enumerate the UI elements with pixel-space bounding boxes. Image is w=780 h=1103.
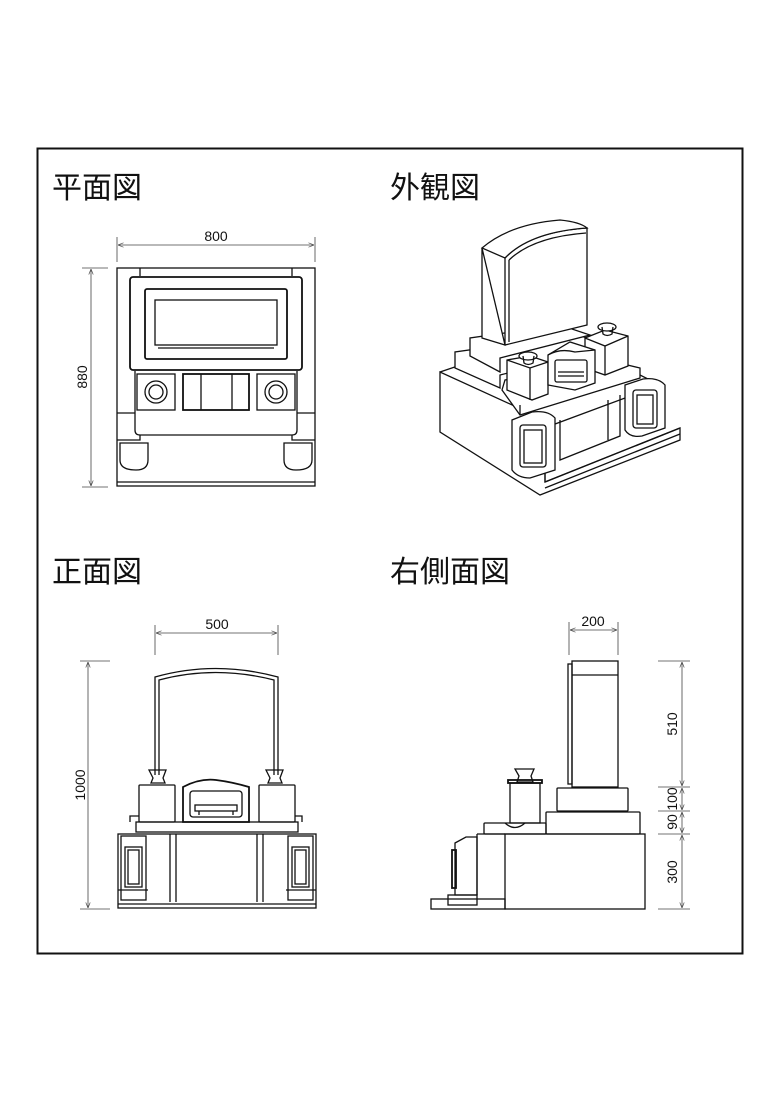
plan-outline <box>116 267 316 487</box>
right-side-view: 右側面図 200 510 100 90 300 <box>390 555 690 910</box>
front-height-label: 1000 <box>72 769 88 800</box>
drawing-frame <box>36 147 744 955</box>
plan-view-title: 平面図 <box>52 171 142 206</box>
exterior-view: 外観図 <box>390 171 681 496</box>
side-height-dimensions: 510 100 90 300 <box>658 660 690 910</box>
front-elevation <box>117 667 317 909</box>
side-width-dimension: 200 <box>568 613 619 655</box>
plan-view: 平面図 800 880 <box>52 171 316 488</box>
right-side-view-title: 右側面図 <box>390 555 510 590</box>
side-stone-height-label: 510 <box>664 712 680 736</box>
plan-width-label: 800 <box>204 228 228 244</box>
plan-width-dimension: 800 <box>116 228 316 262</box>
plan-depth-label: 880 <box>74 365 90 389</box>
side-width-label: 200 <box>581 613 605 629</box>
exterior-illustration <box>439 219 681 496</box>
exterior-view-title: 外観図 <box>390 171 480 206</box>
side-upper-stage-label: 100 <box>664 787 680 811</box>
side-elevation <box>430 660 646 910</box>
front-width-label: 500 <box>205 616 229 632</box>
front-height-dimension: 1000 <box>72 660 110 910</box>
side-middle-stage-label: 90 <box>664 814 680 830</box>
front-view: 正面図 500 1000 <box>52 555 317 910</box>
plan-depth-dimension: 880 <box>74 267 108 488</box>
side-base-height-label: 300 <box>664 860 680 884</box>
front-width-dimension: 500 <box>154 616 279 655</box>
front-view-title: 正面図 <box>52 555 142 590</box>
